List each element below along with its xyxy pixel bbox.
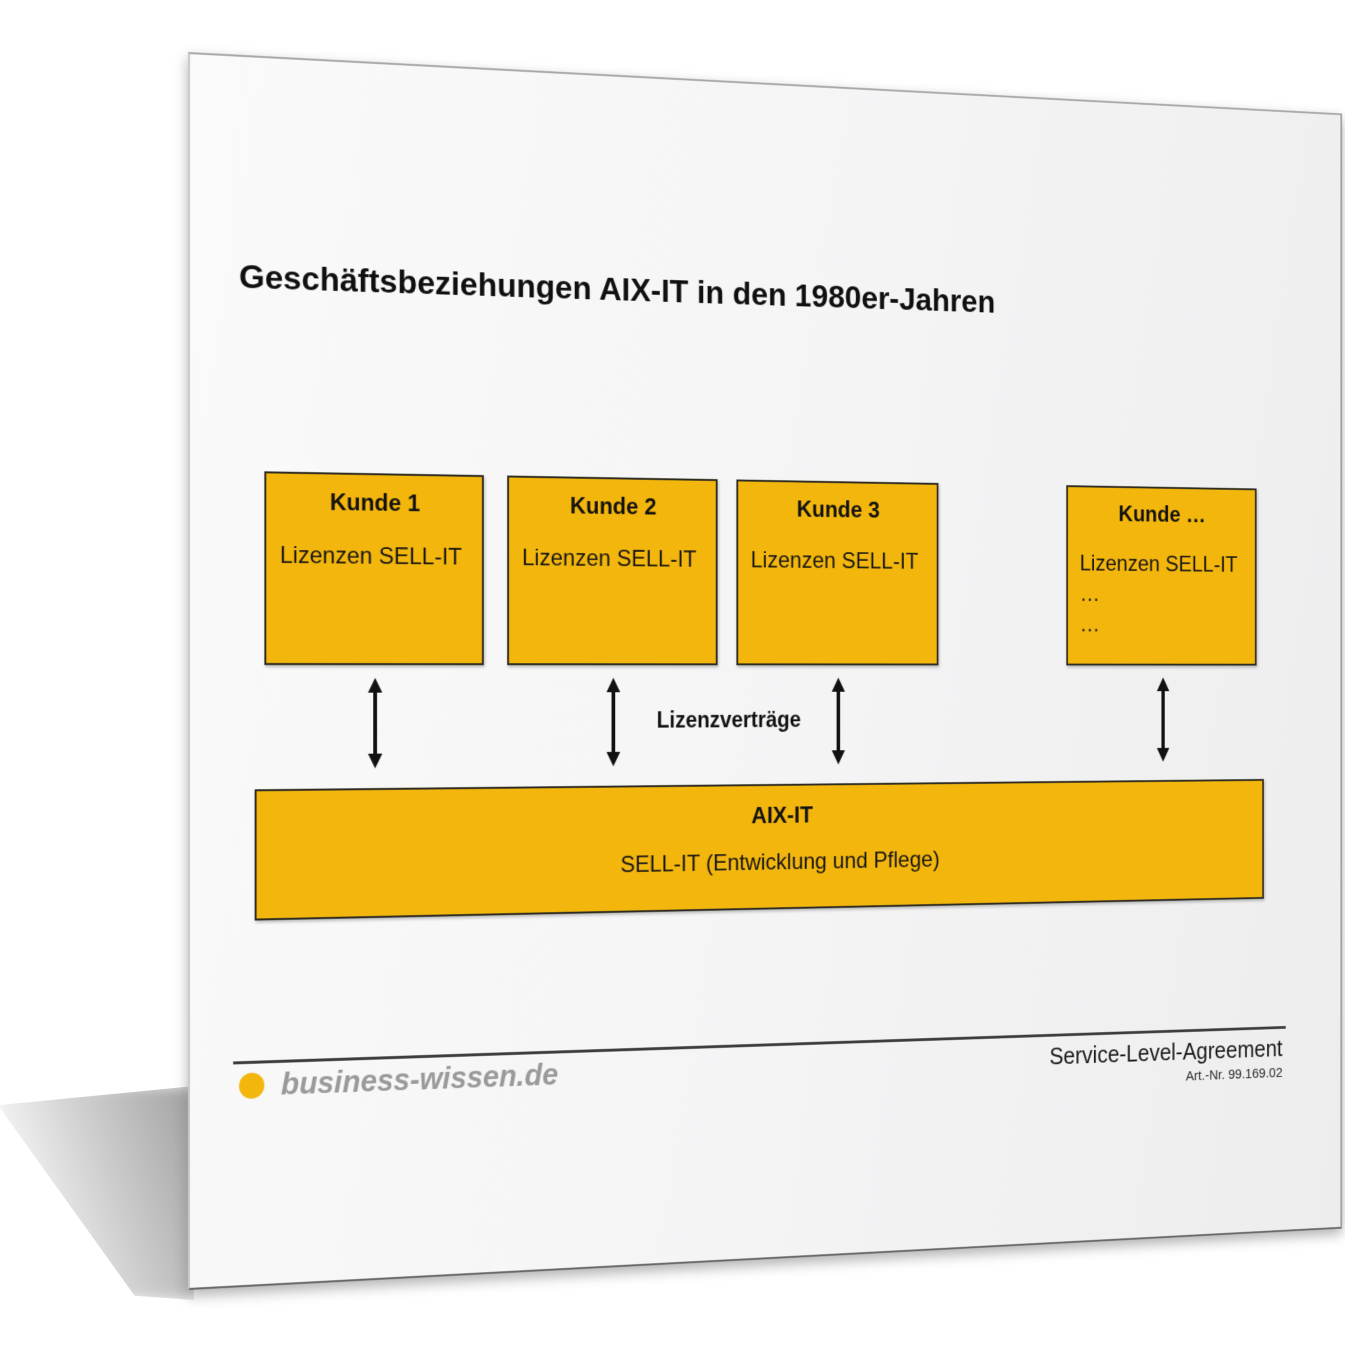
customer-box-body: Lizenzen SELL-IT (738, 544, 937, 577)
page-shadow (0, 1086, 194, 1300)
customer-box-ellipsis: … (1079, 611, 1100, 637)
customer-box-2: Kunde 2 Lizenzen SELL-IT (507, 475, 718, 666)
document-sheet: Geschäftsbeziehungen AIX-IT in den 1980e… (188, 52, 1343, 1290)
customer-box-line: Lizenzen SELL-IT (522, 544, 697, 573)
customer-box-line: Lizenzen SELL-IT (750, 547, 919, 575)
brand-name: business-wissen.de (280, 1057, 559, 1102)
relationship-label: Lizenzverträge (656, 706, 801, 732)
double-arrow-icon (365, 677, 386, 769)
double-arrow-icon (1154, 677, 1172, 762)
customer-box-title: Kunde 1 (329, 489, 421, 518)
customer-box-title: Kunde … (1118, 501, 1206, 528)
customer-box-body: Lizenzen SELL-IT … … (1068, 548, 1255, 640)
document-type: Service-Level-Agreement (1049, 1036, 1283, 1071)
customer-box-body: Lizenzen SELL-IT (266, 539, 482, 574)
customer-box-line: Lizenzen SELL-IT (1079, 550, 1238, 578)
double-arrow-icon (829, 677, 848, 765)
customer-box-title: Kunde 3 (796, 496, 880, 524)
customer-box-title: Kunde 2 (569, 493, 657, 521)
provider-product: SELL-IT (Entwicklung und Pflege) (620, 846, 940, 879)
provider-bar: AIX-IT SELL-IT (Entwicklung und Pflege) (254, 778, 1264, 921)
customer-box-etc: Kunde … Lizenzen SELL-IT … … (1066, 485, 1257, 666)
customer-box-1: Kunde 1 Lizenzen SELL-IT (264, 471, 484, 666)
document-meta: Service-Level-Agreement Art.-Nr. 99.169.… (1049, 1036, 1282, 1089)
customer-box-ellipsis: … (1079, 581, 1100, 607)
customer-box-body: Lizenzen SELL-IT (509, 542, 716, 576)
double-arrow-icon (603, 677, 623, 767)
customer-box-3: Kunde 3 Lizenzen SELL-IT (736, 479, 939, 666)
customer-box-line: Lizenzen SELL-IT (279, 542, 463, 571)
brand-logo: business-wissen.de (239, 1057, 558, 1104)
brand-dot-icon (239, 1072, 265, 1100)
provider-name: AIX-IT (751, 802, 813, 829)
page-title: Geschäftsbeziehungen AIX-IT in den 1980e… (239, 257, 996, 321)
